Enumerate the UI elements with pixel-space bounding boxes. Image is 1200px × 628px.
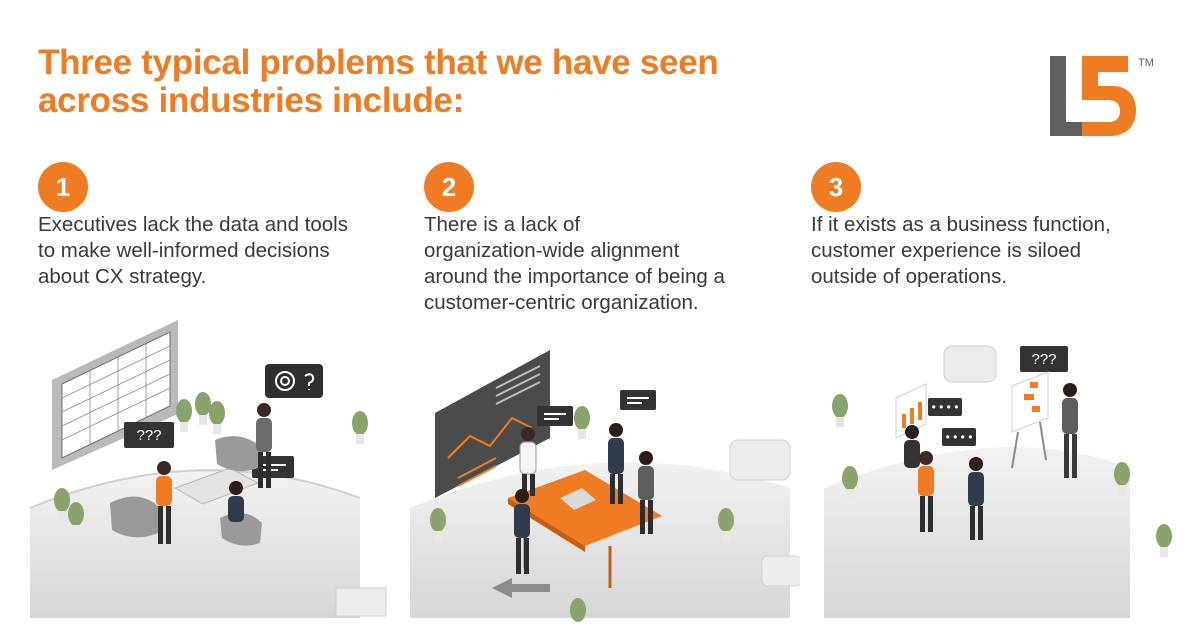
- arrow-icon: [492, 578, 550, 598]
- message-bubble: • • • •: [942, 428, 976, 446]
- person-orange: [156, 461, 172, 544]
- message-bubble: • • • •: [928, 398, 962, 416]
- flipchart-easel: [1011, 371, 1049, 469]
- headline-line-1: Three typical problems that we have seen: [38, 43, 719, 82]
- person-man: [968, 457, 984, 540]
- speech-bubble: ???: [124, 422, 174, 448]
- platform: [824, 447, 1130, 618]
- presenter: [1062, 383, 1078, 478]
- problem-1-text: Executives lack the data and tools to ma…: [38, 213, 348, 288]
- l5-logo: TM: [1050, 56, 1154, 136]
- message-bubble: [537, 406, 573, 426]
- chart-board: [895, 383, 927, 439]
- person-man-left: [514, 489, 530, 574]
- headline-line-2: across industries include:: [38, 81, 464, 120]
- problem-1-number: 1: [38, 162, 88, 212]
- person-woman: [519, 427, 537, 496]
- scene-1-illustration: ???: [29, 320, 387, 618]
- person-orange: [918, 451, 934, 532]
- person-woman-dark: [904, 425, 920, 468]
- presentation-board: [435, 350, 550, 498]
- seat-block: [943, 345, 997, 383]
- problem-2-text: There is a lack of organization-wide ali…: [424, 213, 725, 314]
- problem-3-number: 3: [811, 162, 861, 212]
- scene-3-illustration: ??? • • • • • • • •: [824, 345, 1172, 618]
- problem-1: 1 Executives lack the data and tools to …: [38, 162, 348, 290]
- seat-block: [761, 555, 800, 587]
- seat-block: [729, 439, 791, 481]
- svg-text:???: ???: [136, 427, 161, 444]
- problem-3: 3 If it exists as a business function, c…: [811, 162, 1111, 290]
- spreadsheet-wall: [52, 320, 178, 470]
- problem-2-number: 2: [424, 162, 474, 212]
- problem-3-text: If it exists as a business function, cus…: [811, 213, 1111, 288]
- headline: Three typical problems that we have seen…: [38, 43, 719, 120]
- person-man-right: [608, 423, 624, 504]
- plants: [54, 392, 368, 535]
- person-man-far: [638, 451, 654, 534]
- scene-2-illustration: [410, 350, 800, 622]
- plants: [430, 406, 734, 622]
- svg-text:• • • •: • • • •: [932, 400, 959, 414]
- person-seated: [228, 481, 244, 522]
- trademark: TM: [1138, 57, 1154, 69]
- problem-2: 2 There is a lack of organization-wide a…: [424, 162, 725, 316]
- svg-text:• • • •: • • • •: [946, 430, 973, 444]
- plants: [832, 394, 1172, 557]
- target-question-bubble: [265, 364, 323, 398]
- speech-bubble: ???: [1020, 346, 1068, 372]
- message-bubble: [620, 390, 656, 410]
- svg-text:???: ???: [1031, 351, 1056, 368]
- person-standing: [256, 403, 272, 488]
